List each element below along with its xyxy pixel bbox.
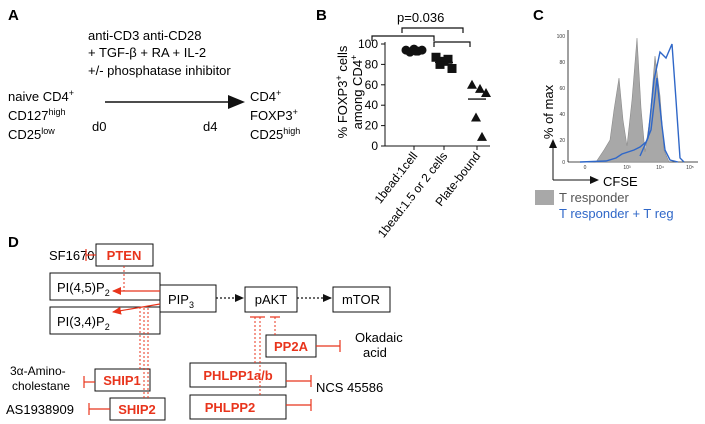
treatment-line-2: + TGF-β + RA + IL-2: [88, 45, 206, 60]
treg-histogram-peak: [639, 43, 685, 163]
c-ytick-40: 40: [559, 112, 565, 118]
data-point-square: [447, 63, 457, 73]
panel-c: C % of max 100 80 60 40 20 0 0 10³ 10⁴ 1…: [533, 7, 698, 221]
aminocholestane-inhibitor-line-1: 3α-Amino-: [10, 364, 66, 378]
b-ytick-label: 40: [365, 98, 379, 112]
pi34-node: PI(3,4)P2: [57, 314, 110, 332]
data-point-triangle: [477, 131, 487, 141]
b-ytick-label: 0: [371, 139, 378, 153]
c-x-axis-label: CFSE: [603, 174, 638, 189]
pip3-box: [159, 284, 217, 313]
c-xtick-3: 10⁵: [686, 165, 694, 171]
c-xtick-2: 10⁴: [656, 165, 664, 171]
ship1-box: [94, 368, 151, 392]
treatment-line-3: +/- phosphatase inhibitor: [88, 63, 231, 78]
sf1670-inhibitor: SF1670: [49, 248, 95, 263]
phlpp1-box: [189, 362, 287, 388]
c-xtick-0: 0: [584, 165, 587, 171]
c-y-axis-label: % of max: [541, 84, 556, 139]
c-xtick-1: 10³: [623, 165, 631, 171]
panel-d: D PI(4,5)P2 PI(3,4)P2 PIP3 pAKT mTOR PTE…: [6, 234, 403, 421]
data-point-circle: [411, 46, 421, 56]
ncs45586-inhibitor: NCS 45586: [316, 380, 383, 395]
pten-enzyme: PTEN: [107, 248, 142, 263]
as1938909-inhibitor: AS1938909: [6, 402, 74, 417]
y-axis-label-line-2: among CD4+: [349, 55, 365, 130]
b-ytick-label: 20: [365, 119, 379, 133]
mtor-node: mTOR: [342, 292, 380, 307]
end-cell-1: CD4+: [250, 88, 281, 104]
pakt-box: [244, 286, 298, 313]
panel-a-label: A: [8, 7, 19, 24]
data-point-triangle: [481, 87, 491, 97]
panel-b-label: B: [316, 7, 327, 24]
end-phenotype: CD4+ FOXP3+ CD25high: [250, 88, 300, 142]
end-cell-2: FOXP3+: [250, 107, 298, 123]
ship1-enzyme: SHIP1: [103, 373, 141, 388]
pip2-box: [49, 272, 161, 301]
c-ytick-80: 80: [559, 60, 565, 66]
phlpp1-enzyme: PHLPP1a/b: [203, 368, 272, 383]
start-phenotype: naive CD4+ CD127high CD25low: [8, 88, 74, 142]
y-axis-label-line-1: % FOXP3+ cells: [334, 45, 350, 138]
ship-conversion-arrow: [112, 303, 161, 315]
cfse-histogram: 100 80 60 40 20 0 0 10³ 10⁴ 10⁵: [557, 30, 698, 171]
data-point-square: [443, 54, 453, 64]
treatment-text: anti-CD3 anti-CD28 + TGF-β + RA + IL-2 +…: [88, 28, 231, 78]
bracket-1-3: [401, 27, 464, 33]
ship2-enzyme: SHIP2: [118, 402, 156, 417]
phlpp2-enzyme: PHLPP2: [205, 400, 256, 415]
start-cell-2: CD127high: [8, 107, 65, 123]
bracket-1-2: [371, 35, 435, 41]
data-point-triangle: [475, 83, 485, 93]
pi34-box: [49, 306, 161, 335]
treatment-line-1: anti-CD3 anti-CD28: [88, 28, 201, 43]
c-ytick-60: 60: [559, 86, 565, 92]
mtor-box: [332, 286, 391, 313]
data-point-triangle: [467, 79, 477, 89]
data-point-square: [431, 52, 441, 62]
phlpp2-box: [189, 394, 287, 420]
start-cell-1: naive CD4+: [8, 88, 74, 104]
legend-treg: T responder + T reg: [559, 206, 674, 221]
okadaic-acid-inhibitor-line-1: Okadaic: [355, 330, 403, 345]
day-end: d4: [203, 119, 217, 134]
aminocholestane-inhibitor-line-2: cholestane: [12, 379, 70, 393]
panel-b: B p=0.036 % FOXP3+ cells among CD4+ 0 20 4…: [316, 7, 491, 240]
c-ytick-0: 0: [562, 160, 565, 166]
c-ytick-100: 100: [557, 34, 566, 40]
p-value: p=0.036: [397, 10, 444, 25]
bracket-2-3: [433, 41, 471, 47]
legend-responder: T responder: [559, 190, 630, 205]
culture-arrowhead: [228, 95, 245, 109]
panel-a: A anti-CD3 anti-CD28 + TGF-β + RA + IL-2…: [8, 7, 300, 142]
panel-c-label: C: [533, 7, 544, 24]
okadaic-acid-inhibitor-line-2: acid: [363, 345, 387, 360]
pip3-node: PIP3: [168, 292, 194, 310]
b-ytick-label: 60: [365, 78, 379, 92]
start-cell-3: CD25low: [8, 126, 55, 142]
pakt-node: pAKT: [255, 292, 288, 307]
c-ytick-20: 20: [559, 138, 565, 144]
legend-swatch-responder: [535, 190, 554, 205]
end-cell-3: CD25high: [250, 126, 300, 142]
b-ytick-label: 100: [358, 37, 378, 51]
pp2a-enzyme: PP2A: [274, 339, 309, 354]
responder-histogram: [595, 37, 670, 163]
b-ytick-label: 80: [365, 57, 379, 71]
pip2-node: PI(4,5)P2: [57, 280, 110, 298]
panel-d-label: D: [8, 234, 19, 251]
data-point-triangle: [471, 112, 481, 122]
day-start: d0: [92, 119, 106, 134]
